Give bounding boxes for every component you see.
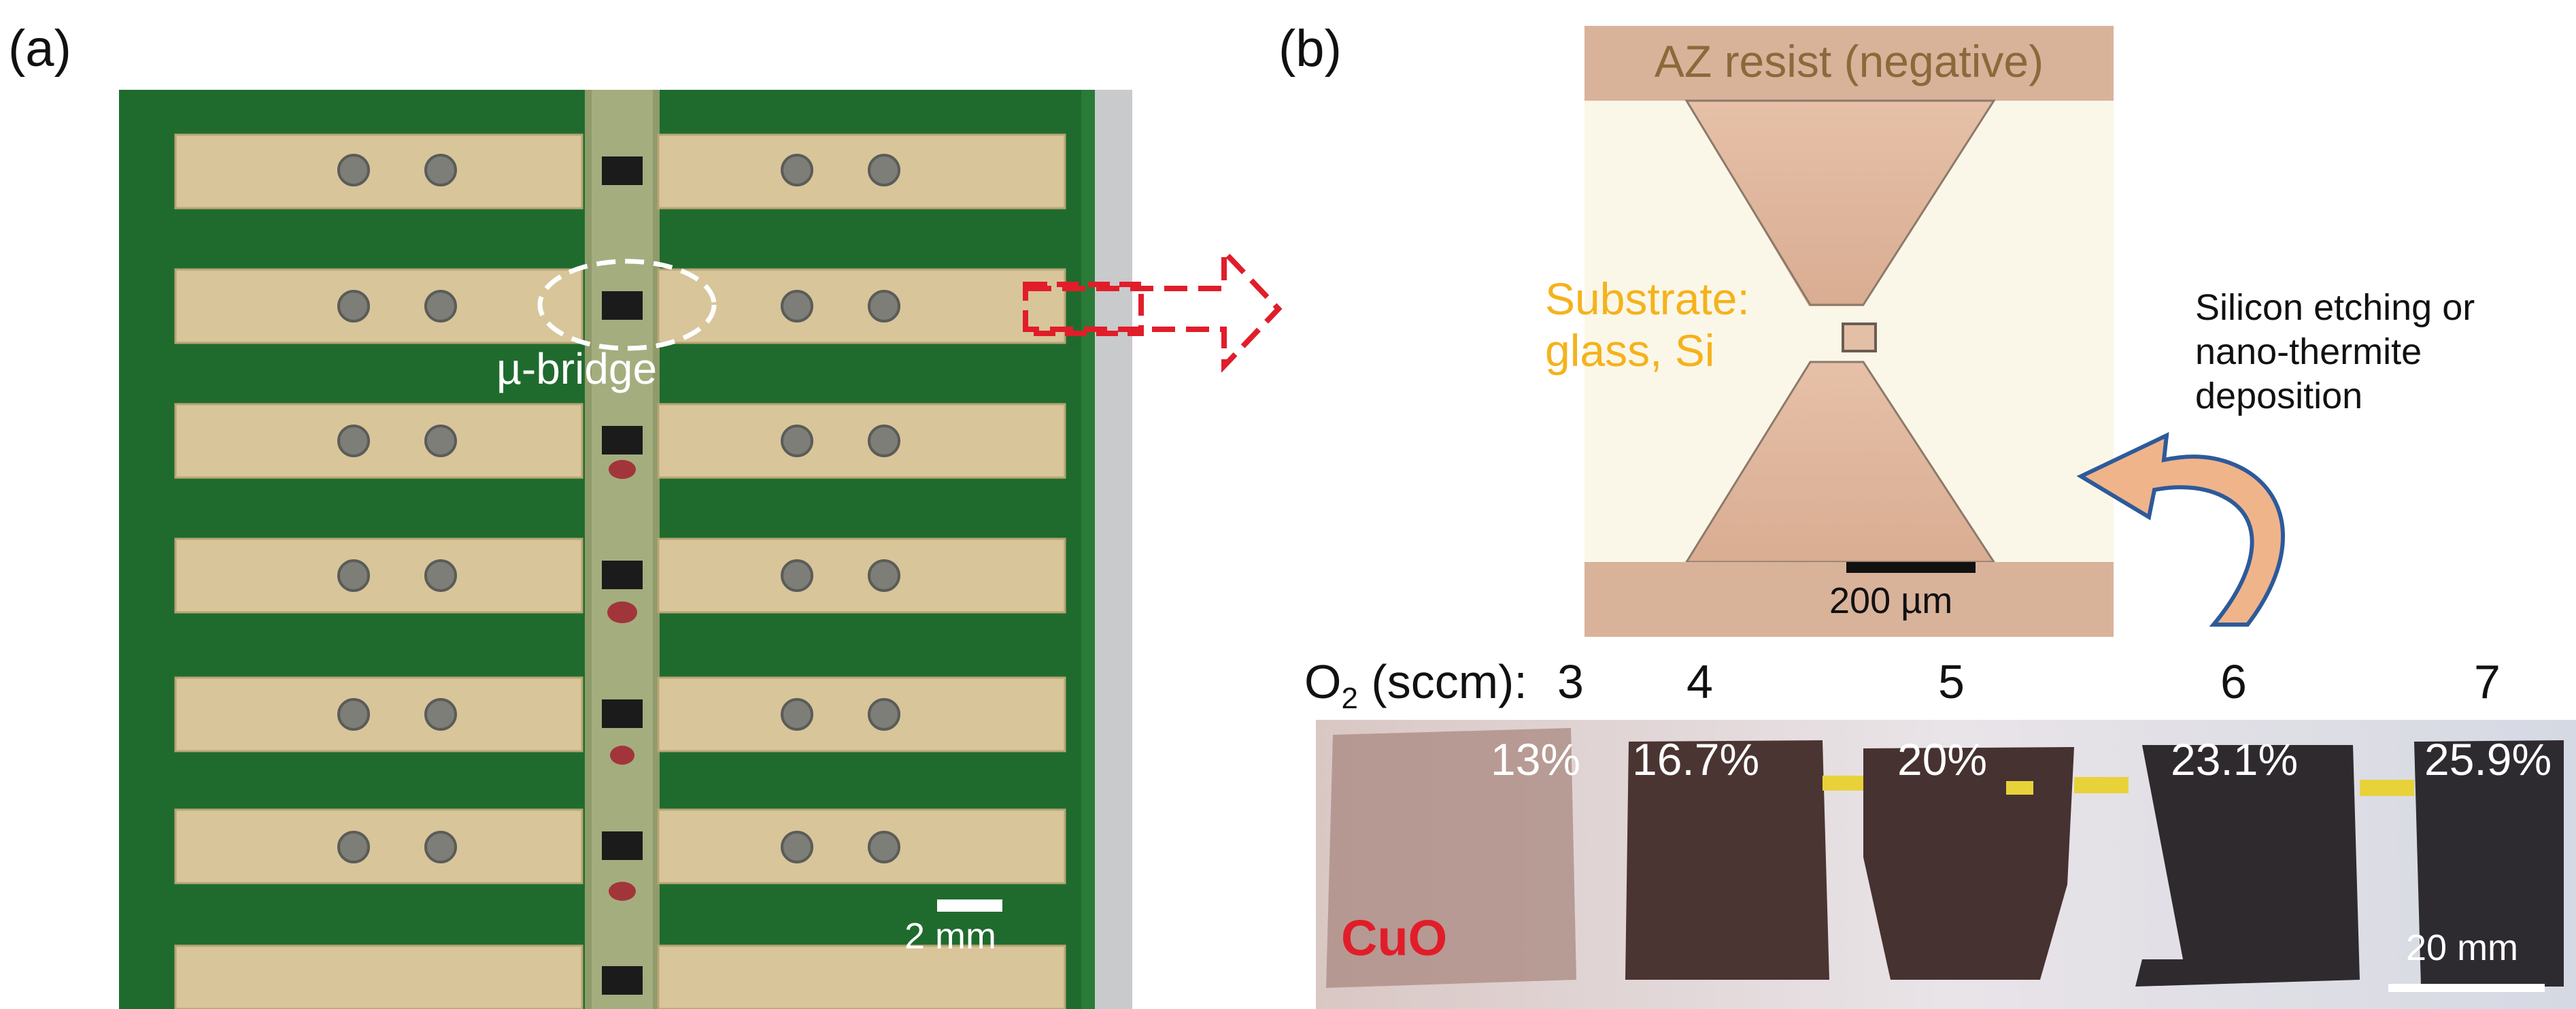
process-line-3: deposition xyxy=(2195,375,2363,416)
o2-value-3: 5 xyxy=(1938,655,1965,708)
scale-bar-20mm xyxy=(2388,984,2545,992)
panel-b-label: (b) xyxy=(1278,20,1342,78)
pad-row-1 xyxy=(174,133,1066,210)
pad-row-3 xyxy=(174,403,1066,479)
gold-pad-rows xyxy=(174,133,1066,1009)
pad-row-2 xyxy=(174,268,1066,344)
process-note: Silicon etching or nano-thermite deposit… xyxy=(2195,286,2475,418)
micro-scale-label: 200 µm xyxy=(1829,580,1953,621)
resist-label: AZ resist (negative) xyxy=(1654,36,2044,86)
bridge-label: µ-bridge xyxy=(496,344,658,393)
panel-a-label: (a) xyxy=(8,20,71,78)
scale-bar-2mm xyxy=(937,899,1002,912)
substrate-label-line2: glass, Si xyxy=(1545,325,1715,376)
percent-2: 16.7% xyxy=(1632,734,1760,784)
pad-row-6 xyxy=(174,808,1066,884)
percent-3: 20% xyxy=(1897,734,1988,784)
process-line-2: nano-thermite xyxy=(2195,331,2422,372)
bridge-highlight-ellipse xyxy=(537,259,717,351)
o2-axis-label: O2 (sccm): xyxy=(1304,655,1527,716)
dashed-arrow xyxy=(1028,245,1283,373)
o2-value-5: 7 xyxy=(2474,655,2501,708)
percent-1: 13% xyxy=(1491,734,1581,784)
o2-prefix: O xyxy=(1304,655,1342,708)
o2-value-2: 4 xyxy=(1687,655,1713,708)
pad-row-5 xyxy=(174,676,1066,752)
o2-value-4: 6 xyxy=(2220,655,2247,708)
material-label: CuO xyxy=(1341,910,1448,966)
zoom-region-box xyxy=(1023,282,1144,336)
pad-row-4 xyxy=(174,537,1066,614)
curved-arrow xyxy=(2076,431,2285,627)
o2-suffix: (sccm): xyxy=(1357,655,1527,708)
sample-photo xyxy=(1316,720,2576,1009)
process-line-1: Silicon etching or xyxy=(2195,287,2475,328)
o2-subscript: 2 xyxy=(1341,682,1358,715)
scale-label-2mm: 2 mm xyxy=(904,916,996,957)
percent-5: 25.9% xyxy=(2424,734,2552,784)
pad-row-7 xyxy=(174,944,1066,1009)
scale-bar-200um xyxy=(1846,562,1976,573)
o2-value-1: 3 xyxy=(1557,655,1584,708)
substrate-label: Substrate: glass, Si xyxy=(1545,274,1750,377)
photo-scale-label: 20 mm xyxy=(2406,927,2519,968)
percent-4: 23.1% xyxy=(2171,734,2299,784)
substrate-label-line1: Substrate: xyxy=(1545,274,1750,324)
micrograph xyxy=(1584,26,2114,637)
